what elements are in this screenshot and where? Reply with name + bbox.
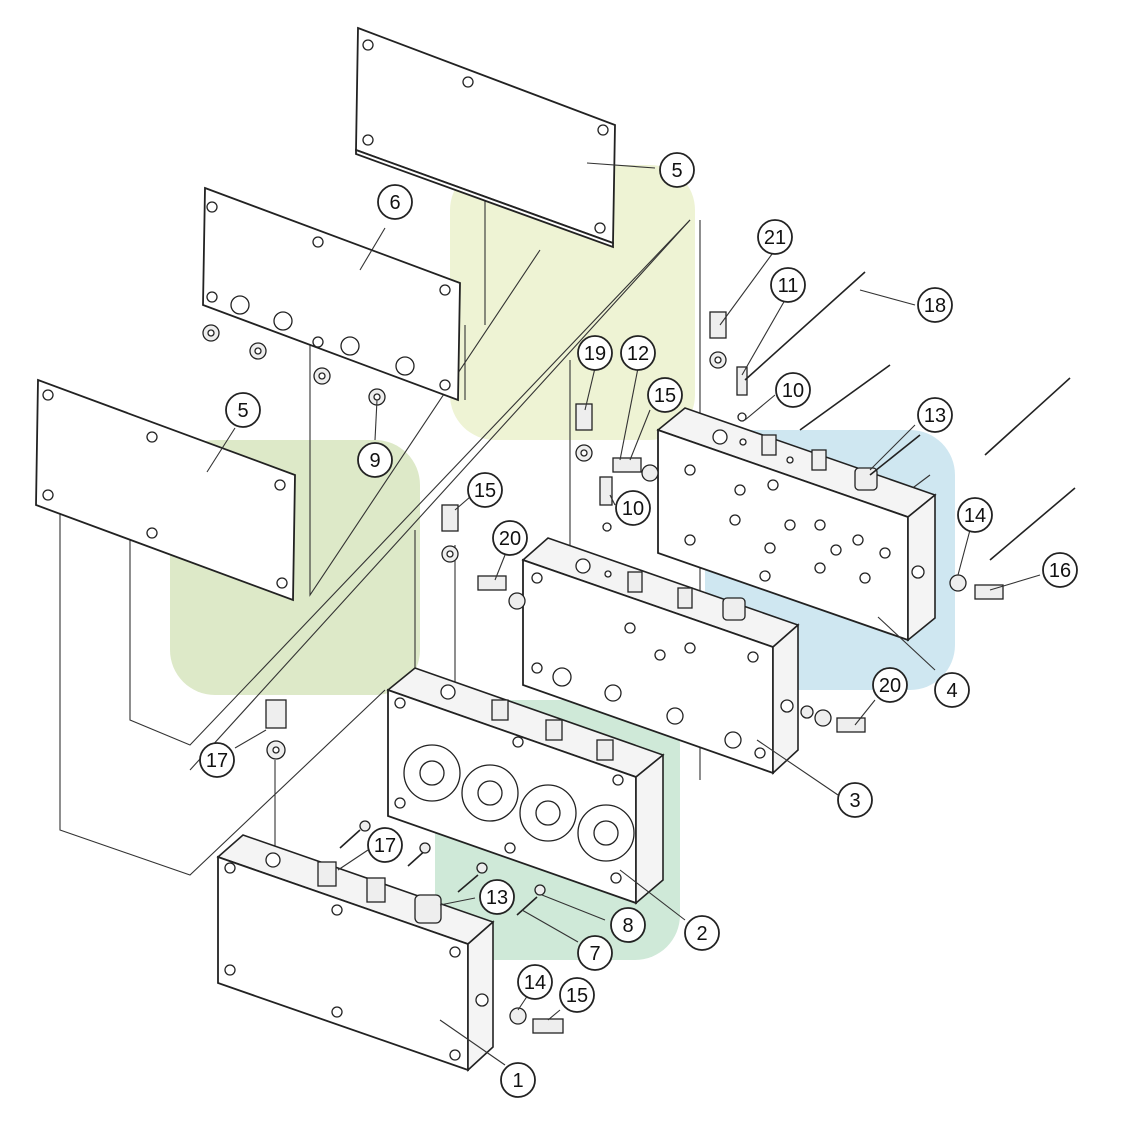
callout-19: 19 — [577, 335, 613, 371]
callout-20-right: 20 — [872, 667, 908, 703]
callout-13-right: 13 — [917, 397, 953, 433]
callout-6: 6 — [377, 184, 413, 220]
callout-2: 2 — [684, 915, 720, 951]
svg-text:5: 5 — [237, 400, 248, 422]
svg-text:16: 16 — [1049, 560, 1071, 582]
svg-text:12: 12 — [627, 343, 649, 365]
washer-14-front — [509, 1007, 527, 1025]
callout-17-front: 17 — [367, 827, 403, 863]
callout-10-top: 10 — [775, 372, 811, 408]
pin-10 — [599, 476, 613, 506]
fitting-20-right — [836, 717, 866, 733]
svg-text:3: 3 — [849, 790, 860, 812]
leader-lines — [234, 249, 1041, 1021]
callout-8: 8 — [610, 907, 646, 943]
yellow-zone — [450, 165, 695, 440]
callout-10-mid: 10 — [615, 490, 651, 526]
screw-8 — [534, 884, 546, 896]
callout-5-left: 5 — [225, 392, 261, 428]
spring-7d — [516, 896, 538, 916]
callout-21: 21 — [757, 219, 793, 255]
callout-17-left: 17 — [199, 742, 235, 778]
svg-text:11: 11 — [778, 275, 799, 297]
callout-14-front: 14 — [517, 964, 553, 1000]
bolt-18d — [989, 487, 1076, 561]
svg-text:2: 2 — [696, 923, 707, 945]
gasket-plate — [202, 186, 461, 406]
callout-9: 9 — [357, 442, 393, 478]
svg-text:6: 6 — [389, 192, 400, 214]
svg-text:15: 15 — [654, 385, 676, 407]
bolt-13 — [869, 434, 921, 476]
callout-18: 18 — [917, 287, 953, 323]
callout-14-right: 14 — [957, 497, 993, 533]
callout-5-top: 5 — [659, 152, 695, 188]
callout-16: 16 — [1042, 552, 1078, 588]
pin-11 — [736, 366, 748, 396]
svg-text:17: 17 — [374, 835, 396, 857]
spring-7c — [457, 874, 479, 893]
manifold-block-1 — [216, 834, 506, 1072]
callout-15-top: 15 — [647, 377, 683, 413]
fitting-15-top — [441, 504, 459, 532]
callout-3: 3 — [837, 782, 873, 818]
callout-4: 4 — [934, 672, 970, 708]
svg-text:13: 13 — [924, 405, 946, 427]
callout-12: 12 — [620, 335, 656, 371]
manifold-block-4 — [656, 407, 937, 671]
svg-text:18: 18 — [924, 295, 946, 317]
valve-block-2 — [386, 667, 686, 921]
fitting-20-left — [477, 575, 507, 591]
callout-15-mid: 15 — [467, 472, 503, 508]
svg-text:7: 7 — [589, 943, 600, 965]
fitting-12 — [612, 457, 642, 473]
svg-text:15: 15 — [474, 480, 496, 502]
callout-7: 7 — [577, 935, 613, 971]
svg-text:10: 10 — [782, 380, 804, 402]
callout-20-mid: 20 — [492, 520, 528, 556]
svg-text:20: 20 — [499, 528, 521, 550]
svg-text:10: 10 — [622, 498, 644, 520]
bolt-18c — [984, 377, 1071, 456]
callout-1: 1 — [500, 1062, 536, 1098]
fitting-17-left — [265, 699, 287, 729]
loose-fittings — [265, 271, 1076, 1034]
svg-text:19: 19 — [584, 343, 606, 365]
svg-text:14: 14 — [964, 505, 986, 527]
cover-plate-top — [355, 26, 656, 249]
callout-15-front: 15 — [559, 977, 595, 1013]
svg-text:9: 9 — [369, 450, 380, 472]
bolt-18b — [799, 364, 891, 431]
svg-text:5: 5 — [671, 160, 682, 182]
manifold-block-3 — [521, 537, 839, 796]
svg-text:20: 20 — [879, 675, 901, 697]
cover-plate-left — [35, 378, 296, 602]
fitting-19 — [575, 403, 593, 431]
svg-text:1: 1 — [512, 1070, 523, 1092]
svg-text:14: 14 — [524, 972, 546, 994]
fitting-21 — [709, 311, 727, 339]
callout-11: 11 — [770, 267, 806, 303]
svg-text:8: 8 — [622, 915, 633, 937]
bolt-18a — [744, 271, 866, 381]
callout-13-front: 13 — [479, 879, 515, 915]
svg-text:13: 13 — [486, 887, 508, 909]
svg-text:4: 4 — [946, 680, 957, 702]
svg-text:15: 15 — [566, 985, 588, 1007]
spring-7a — [339, 829, 361, 849]
fitting-15-front — [532, 1018, 564, 1034]
svg-text:17: 17 — [206, 750, 228, 772]
svg-text:21: 21 — [764, 227, 786, 249]
washer-14-right — [949, 574, 967, 592]
callouts: 5 6 21 11 18 19 12 15 10 13 5 9 10 15 20… — [199, 152, 1078, 1098]
